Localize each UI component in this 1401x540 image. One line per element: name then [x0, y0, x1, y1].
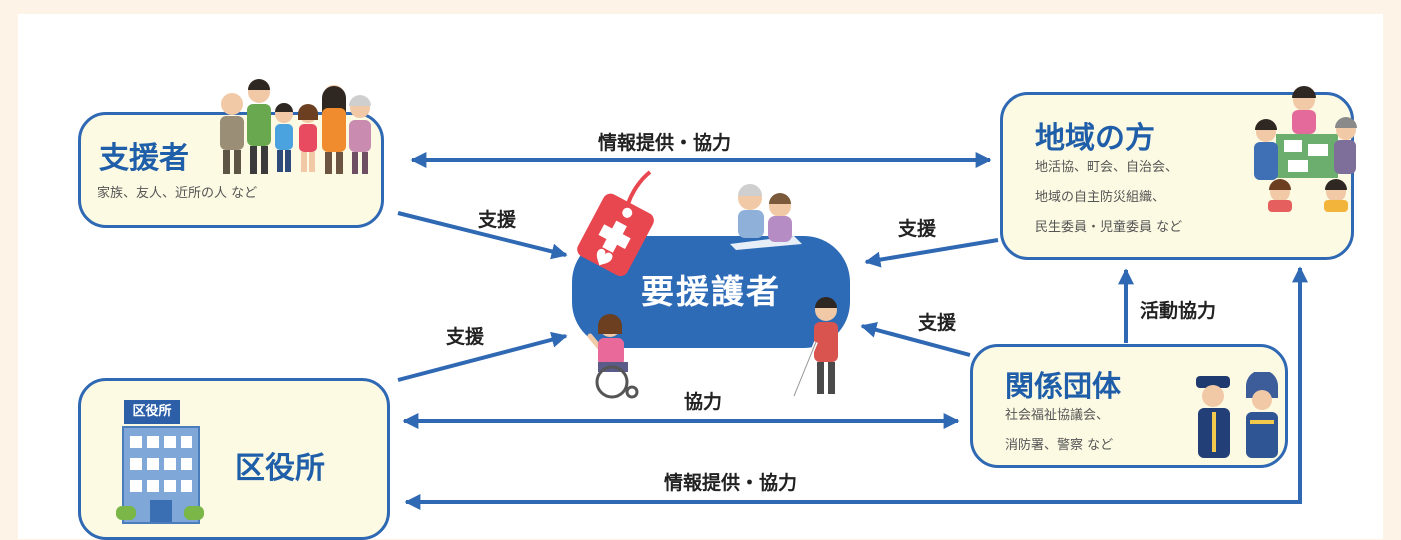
label-ward-community: 情報提供・協力 [664, 472, 798, 494]
community-meeting-illustration [1254, 86, 1357, 212]
ward-office-title: 区役所 [235, 451, 325, 486]
label-organizations-center: 支援 [918, 312, 957, 334]
label-ward-organizations: 協力 [684, 391, 723, 413]
police-firefighter-illustration [1196, 372, 1278, 458]
family-illustration [220, 79, 371, 174]
community-line: 民生委員・児童委員 など [1035, 220, 1183, 235]
arrow-ward-community [404, 266, 1308, 510]
supporters-subtitle: 家族、友人、近所の人 など [97, 186, 258, 201]
elderly-care-illustration [730, 184, 802, 250]
arrow-supporters-center [397, 211, 568, 260]
building-hedge [184, 506, 204, 520]
organizations-title: 関係団体 [1005, 369, 1122, 403]
label-supporters-center: 支援 [478, 209, 517, 231]
help-tag-icon [577, 170, 654, 277]
node-organizations: 関係団体 社会福祉協議会、 消防署、警察 など [970, 344, 1288, 468]
organizations-line: 社会福祉協議会、 [1005, 408, 1110, 423]
organizations-line: 消防署、警察 など [1005, 438, 1114, 453]
ward-office-sign: 区役所 [124, 400, 180, 424]
community-line: 地活協、町会、自治会、 [1035, 160, 1179, 175]
wheelchair-user-illustration [587, 314, 639, 399]
ward-office-building-icon: 区役所 [116, 400, 220, 526]
arrow-community-center [864, 238, 999, 268]
label-community-center: 支援 [898, 218, 937, 240]
visually-impaired-person-illustration [792, 297, 838, 397]
label-ward-center: 支援 [446, 326, 485, 348]
label-supporters-community: 情報提供・協力 [598, 132, 732, 154]
community-title: 地域の方 [1035, 121, 1155, 156]
building-hedge [116, 506, 136, 520]
label-organizations-community: 活動協力 [1140, 300, 1217, 322]
supporters-title: 支援者 [99, 141, 189, 176]
community-line: 地域の自主防災組織、 [1035, 190, 1166, 205]
